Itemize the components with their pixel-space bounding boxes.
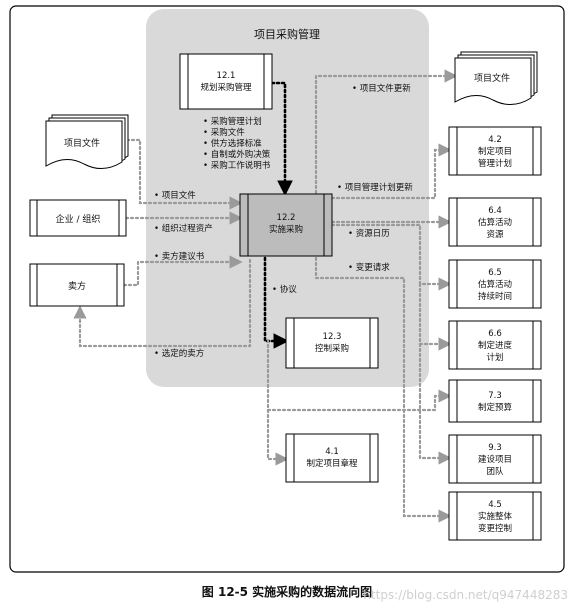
label-resource-cal: • 资源日历 [348, 228, 390, 239]
flow-plan-to-conduct [270, 81, 293, 197]
plan-output-3: • 供方选择标准 [203, 138, 262, 149]
p73-num: 7.3 [488, 391, 502, 401]
figure-caption: 图 12-5 实施采购的数据流向图 [202, 584, 372, 599]
plan-output-1: • 采购管理计划 [203, 116, 262, 127]
left-project-documents: 项目文件 [45, 114, 129, 169]
p45-line1: 实施整体 [478, 511, 513, 522]
p45-line2: 变更控制 [478, 523, 512, 534]
process-6-6: 6.6 制定进度 计划 [448, 320, 542, 370]
seller-label: 卖方 [68, 280, 86, 292]
plan-output-2: • 采购文件 [203, 127, 245, 138]
p64-line2: 资源 [486, 229, 504, 240]
watermark: https://blog.csdn.net/q947448283 [363, 588, 568, 602]
p65-line1: 估算活动 [478, 279, 513, 290]
p66-num: 6.6 [488, 329, 502, 339]
flow-docs-update [314, 69, 458, 195]
flow-selected-sellers [73, 258, 252, 348]
process-4-2: 4.2 制定项目 管理计划 [448, 126, 542, 176]
process-4-1: 4.1 制定项目章程 [285, 433, 379, 483]
flow-res-cal-65 [330, 223, 452, 291]
process-6-4: 6.4 估算活动 资源 [448, 197, 542, 247]
process-12-3: 12.3 控制采购 [285, 317, 379, 369]
label-agreements: • 协议 [272, 284, 297, 295]
p45-num: 4.5 [488, 500, 502, 510]
enterprise-organization: 企业 / 组织 [29, 199, 127, 237]
label-plan-update: • 项目管理计划更新 [337, 182, 413, 193]
flow-proj-docs-in [120, 138, 243, 210]
flow-seller-proposals [122, 255, 243, 287]
plan-output-4: • 自制或外购决策 [203, 149, 271, 160]
p122-num: 12.2 [277, 213, 296, 223]
plan-output-5: • 采购工作说明书 [203, 160, 271, 171]
p66-line2: 计划 [486, 352, 503, 363]
p93-num: 9.3 [488, 443, 502, 453]
p93-line2: 团队 [486, 466, 504, 477]
p123-name: 控制采购 [315, 343, 349, 354]
flow-agreements-budget [266, 389, 452, 412]
p121-num: 12.1 [217, 71, 236, 81]
p93-line1: 建设项目 [478, 454, 512, 465]
p42-line2: 管理计划 [478, 158, 512, 169]
process-9-3: 9.3 建设项目 团队 [448, 434, 542, 484]
label-docs-update: • 项目文件更新 [352, 83, 411, 94]
process-6-5: 6.5 估算活动 持续时间 [448, 259, 542, 309]
region-title: 项目采购管理 [254, 27, 320, 41]
p41-name: 制定项目章程 [306, 458, 358, 469]
p73-line1: 制定预算 [478, 402, 513, 413]
right-docs-label: 项目文件 [474, 72, 510, 84]
p65-num: 6.5 [488, 268, 502, 278]
flow-change-request [314, 236, 452, 523]
p122-name: 实施采购 [269, 224, 303, 235]
p123-num: 12.3 [323, 332, 342, 342]
p121-name: 规划采购管理 [200, 82, 252, 93]
p41-num: 4.1 [325, 447, 339, 457]
p66-line1: 制定进度 [478, 340, 513, 351]
p64-line1: 估算活动 [478, 217, 513, 228]
flow-res-cal-93 [418, 394, 452, 465]
org-label: 企业 / 组织 [56, 213, 101, 225]
flow-agreements-charter [266, 338, 289, 466]
process-7-3: 7.3 制定预算 [448, 379, 542, 423]
p42-num: 4.2 [488, 135, 502, 145]
seller-entity: 卖方 [29, 263, 125, 307]
p42-line1: 制定项目 [478, 146, 512, 157]
flow-plan-update [330, 143, 452, 200]
label-selected-sellers: • 选定的卖方 [154, 348, 204, 359]
plan-outputs-list: • 采购管理计划 • 采购文件 • 供方选择标准 • 自制或外购决策 • 采购工… [203, 116, 271, 171]
label-org-assets: • 组织过程资产 [154, 223, 213, 234]
process-4-5: 4.5 实施整体 变更控制 [448, 491, 542, 541]
label-seller-proposals: • 卖方建议书 [154, 251, 205, 262]
right-project-documents: 项目文件 [454, 51, 538, 105]
process-12-2: 12.2 实施采购 [239, 193, 333, 257]
flow-agreements-control [263, 236, 290, 349]
left-docs-label: 项目文件 [64, 137, 100, 149]
p64-num: 6.4 [488, 206, 502, 216]
p65-line2: 持续时间 [478, 291, 512, 302]
label-change-req: • 变更请求 [348, 262, 390, 273]
process-12-1: 12.1 规划采购管理 [179, 53, 273, 110]
label-proj-docs-in: • 项目文件 [154, 190, 196, 201]
